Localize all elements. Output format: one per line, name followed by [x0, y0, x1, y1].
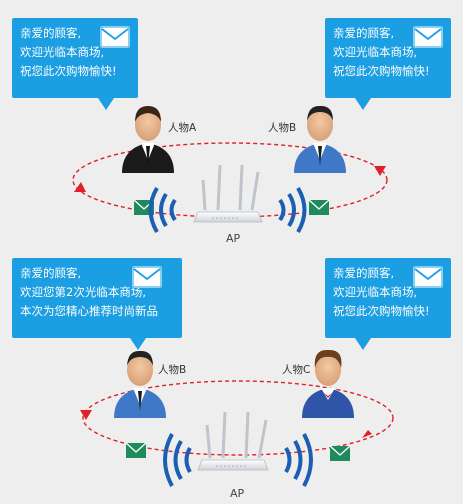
person-a — [122, 106, 174, 173]
bubble-line: 欢迎光临本商场, — [333, 45, 418, 59]
envelope-icon — [132, 266, 162, 288]
bubble-line: 亲爱的顾客, — [20, 266, 82, 280]
ap-label: AP — [230, 487, 245, 500]
person-b — [294, 105, 346, 173]
bubble-line: 本次为您精心推荐时尚新品 — [20, 304, 158, 318]
wifi-signal-right-icon — [278, 186, 307, 234]
orbit-ring-1 — [72, 142, 388, 218]
bubble-line: 欢迎光临本商场, — [20, 45, 105, 59]
message-bubble-1-right: 亲爱的顾客, 欢迎光临本商场, 祝您此次购物愉快! — [325, 18, 451, 110]
bubble-line: 欢迎光临本商场, — [333, 285, 418, 299]
person-label-b: 人物B — [158, 364, 187, 376]
bubble-tail — [355, 338, 371, 350]
envelope-icon — [100, 26, 130, 48]
message-bubble-1-left: 亲爱的顾客, 欢迎光临本商场, 祝您此次购物愉快! — [12, 18, 138, 110]
bubble-line: 亲爱的顾客, — [333, 266, 395, 280]
wifi-signal-left-icon — [148, 186, 177, 234]
ap-label: AP — [226, 232, 241, 245]
message-bubble-2-left: 亲爱的顾客, 欢迎您第2次光临本商场, 本次为您精心推荐时尚新品 — [12, 258, 182, 350]
wifi-signal-right-icon — [284, 433, 313, 487]
person-b — [114, 350, 166, 418]
access-point-router — [197, 411, 269, 471]
person-label-c: 人物C — [282, 364, 311, 376]
arrow-head — [362, 430, 372, 438]
envelope-icon — [125, 442, 147, 458]
bubble-line: 亲爱的顾客, — [333, 26, 395, 40]
envelope-icon — [308, 199, 330, 215]
arrow-head — [74, 182, 86, 192]
bubble-line: 欢迎您第2次光临本商场, — [20, 285, 146, 299]
person-label-b: 人物B — [268, 122, 297, 134]
arrow-head — [374, 166, 386, 176]
envelope-icon — [329, 445, 351, 461]
bubble-tail — [355, 98, 371, 110]
wifi-signal-left-icon — [163, 433, 192, 487]
access-point-router — [193, 164, 263, 223]
message-bubble-2-right: 亲爱的顾客, 欢迎光临本商场, 祝您此次购物愉快! — [325, 258, 451, 350]
envelope-icon — [413, 266, 443, 288]
bubble-tail — [98, 98, 114, 110]
person-c — [302, 349, 354, 418]
bubble-tail — [130, 338, 146, 350]
person-label-a: 人物A — [168, 122, 197, 134]
orbit-ring-2 — [80, 380, 394, 456]
arrow-head — [80, 410, 92, 420]
bubble-line: 亲爱的顾客, — [20, 26, 82, 40]
bubble-line: 祝您此次购物愉快! — [333, 64, 430, 78]
envelope-icon — [413, 26, 443, 48]
bubble-line: 祝您此次购物愉快! — [333, 304, 430, 318]
bubble-line: 祝您此次购物愉快! — [20, 64, 117, 78]
